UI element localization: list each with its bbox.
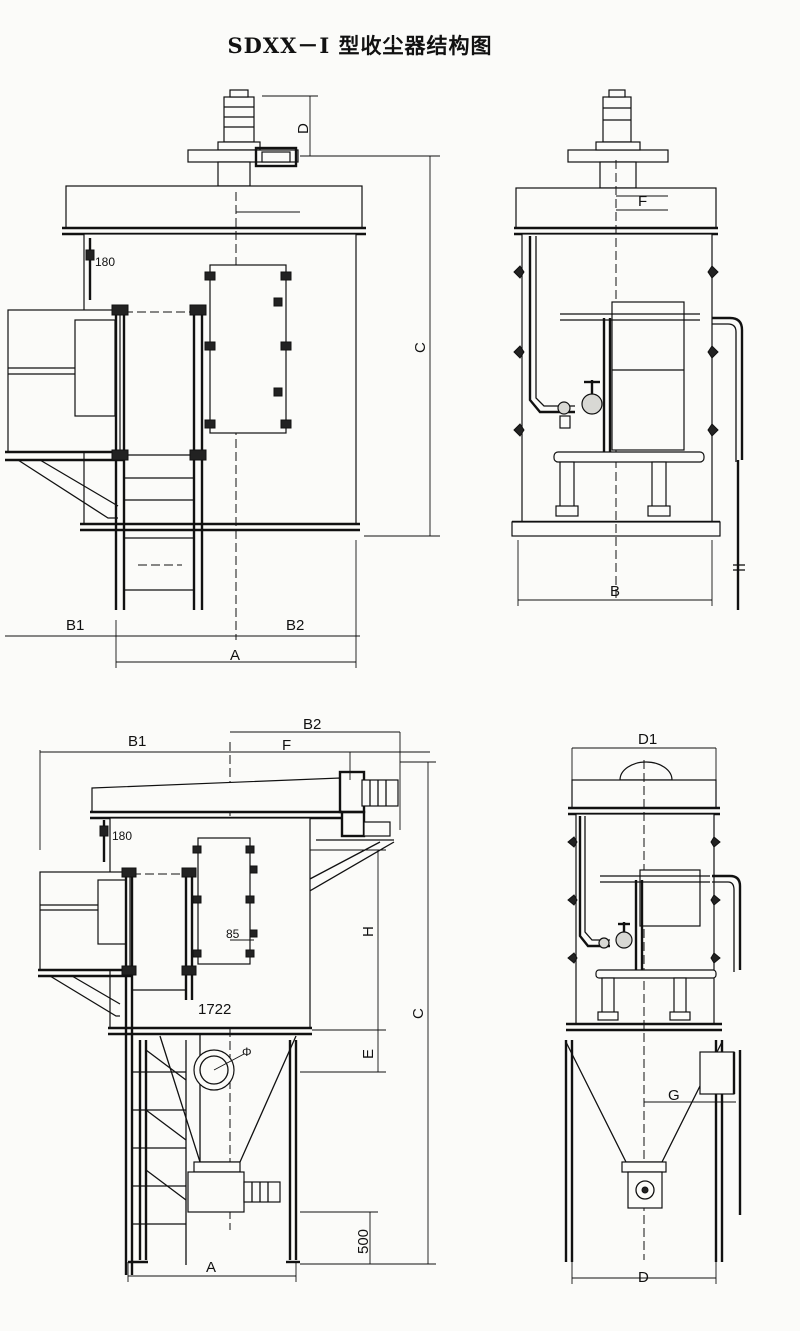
inspection-door <box>209 264 287 434</box>
hopper-top-hood <box>91 777 341 813</box>
dim-label-e: E <box>360 1049 377 1059</box>
dim-label-500: 500 <box>355 1229 372 1254</box>
dim-label-c-2: C <box>410 1008 427 1019</box>
side-view: F B <box>511 89 745 610</box>
dim-label-180: 180 <box>95 255 115 269</box>
drawing-title: SDXX－I 型收尘器结构图 <box>227 33 493 58</box>
dim-label-g: G <box>668 1087 680 1104</box>
dim-label-85: 85 <box>226 927 240 941</box>
motor-body <box>223 96 255 143</box>
front-view: D C 180 B1 B2 A <box>5 89 440 668</box>
dim-label-f-2: F <box>282 737 291 754</box>
dim-label-d: D <box>295 123 312 134</box>
dim-label-d1: D1 <box>638 731 657 748</box>
side-view-hopper: D1 <box>564 731 742 1286</box>
dim-label-d-2: D <box>638 1269 649 1286</box>
dim-label-c: C <box>412 342 429 353</box>
fan-outlet <box>254 146 298 168</box>
dim-label-phi: Φ <box>242 1045 252 1059</box>
dim-label-b1: B1 <box>66 617 84 634</box>
top-hood <box>65 185 363 229</box>
dim-label-b: B <box>610 583 620 600</box>
dim-label-h: H <box>360 926 377 937</box>
dim-label-a-2: A <box>206 1259 216 1276</box>
dim-label-a: A <box>230 647 240 664</box>
dim-label-180-2: 180 <box>112 829 132 843</box>
dim-label-1722: 1722 <box>198 1001 231 1018</box>
dim-label-b2-2: B2 <box>303 716 321 733</box>
dim-label-f: F <box>638 193 647 210</box>
dim-label-b1-2: B1 <box>128 733 146 750</box>
front-view-hopper: B1 B2 F 85 180 <box>38 716 436 1282</box>
dim-label-b2: B2 <box>286 617 304 634</box>
